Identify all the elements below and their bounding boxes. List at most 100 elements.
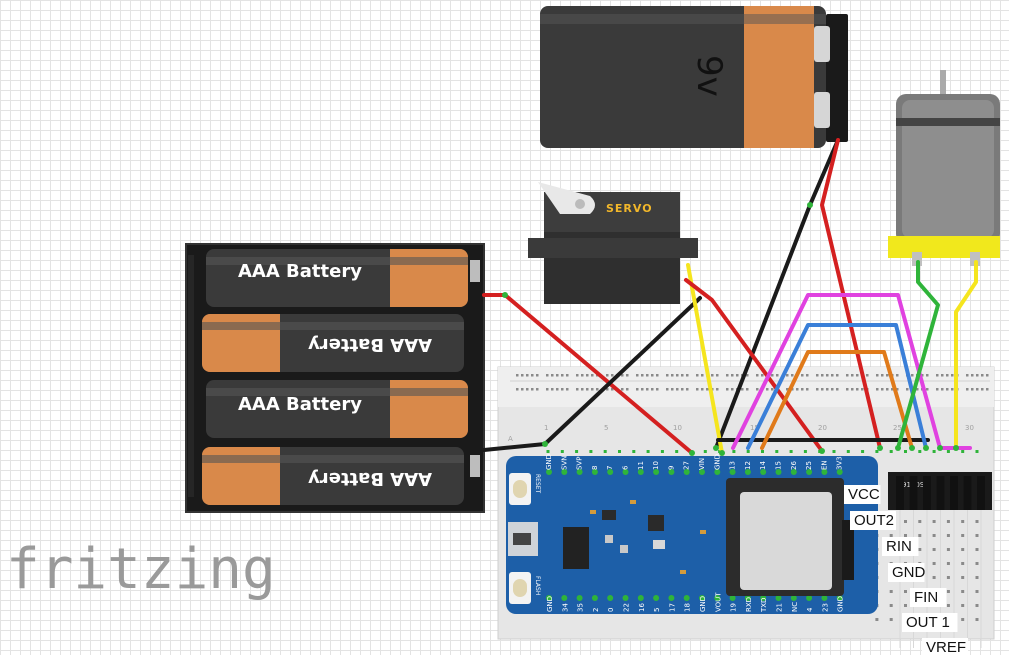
rail-hole bbox=[886, 388, 889, 391]
esp32-top-pin[interactable] bbox=[668, 469, 675, 475]
rail-hole bbox=[821, 388, 824, 391]
esp32-bottom-pin-label: 4 bbox=[806, 607, 814, 612]
bb-hole-a bbox=[875, 450, 879, 453]
bb-hole-a bbox=[803, 450, 807, 453]
esp32-bottom-pin[interactable] bbox=[806, 595, 813, 601]
esp32-bottom-pin[interactable] bbox=[576, 595, 583, 601]
esp32-top-pin-label: EN bbox=[820, 460, 828, 470]
rail-hole bbox=[681, 374, 684, 377]
esp32-bottom-pin-label: 23 bbox=[821, 603, 829, 612]
esp32-bottom-pin[interactable] bbox=[561, 595, 568, 601]
rail-hole bbox=[641, 374, 644, 377]
rail-hole bbox=[716, 388, 719, 391]
esp32-bottom-pin-label: GND bbox=[699, 596, 707, 612]
servo-motor[interactable]: SERVO bbox=[528, 182, 698, 304]
bb-hole bbox=[946, 576, 950, 579]
rail-hole bbox=[686, 374, 689, 377]
esp32-top-pin[interactable] bbox=[607, 469, 614, 475]
esp32-bottom-pin[interactable] bbox=[668, 595, 675, 601]
esp32-bottom-pin[interactable] bbox=[744, 595, 751, 601]
rail-hole bbox=[726, 374, 729, 377]
esp32-bottom-pin[interactable] bbox=[546, 595, 552, 601]
esp32-top-pin[interactable] bbox=[775, 469, 782, 475]
esp32-bottom-pin[interactable] bbox=[591, 595, 598, 601]
esp32-top-pin-label: 6 bbox=[622, 465, 630, 470]
rail-hole bbox=[881, 374, 884, 377]
bb-hole-a bbox=[861, 450, 865, 453]
esp32-top-pin[interactable] bbox=[699, 469, 705, 475]
driver-pin-label: OUT2 bbox=[854, 512, 894, 529]
esp32-bottom-pin[interactable] bbox=[729, 595, 736, 601]
esp32-top-pin[interactable] bbox=[729, 469, 736, 475]
rail-hole bbox=[936, 388, 939, 391]
bb-hole bbox=[904, 520, 907, 523]
esp32-bottom-pin[interactable] bbox=[790, 595, 797, 601]
rail-hole bbox=[826, 388, 829, 391]
esp32-top-pin[interactable] bbox=[760, 469, 767, 475]
esp32-top-pin[interactable] bbox=[546, 469, 552, 475]
bb-hole-a bbox=[618, 450, 621, 453]
esp32-bottom-pin[interactable] bbox=[760, 595, 767, 601]
esp32-bottom-pin[interactable] bbox=[622, 595, 629, 601]
esp32-bottom-pin[interactable] bbox=[836, 595, 843, 601]
esp32-top-pin[interactable] bbox=[561, 469, 568, 475]
esp32-top-pin[interactable] bbox=[790, 469, 797, 475]
esp32-bottom-pin[interactable] bbox=[637, 595, 644, 601]
esp32-top-pin-label: 7 bbox=[606, 466, 614, 470]
rail-hole bbox=[966, 374, 969, 377]
bb-hole bbox=[946, 548, 950, 551]
bb-hole-a bbox=[932, 450, 936, 453]
rail-hole bbox=[711, 374, 714, 377]
rail-hole bbox=[626, 374, 629, 377]
esp32-bottom-pin[interactable] bbox=[683, 595, 690, 601]
bb-hole bbox=[946, 604, 950, 607]
driver-label-bg bbox=[882, 537, 919, 556]
esp32-bottom-pin[interactable] bbox=[821, 595, 828, 601]
esp32-bottom-pin[interactable] bbox=[699, 595, 705, 601]
rail-hole bbox=[676, 374, 679, 377]
rail-hole bbox=[786, 388, 789, 391]
rail-hole bbox=[611, 388, 614, 391]
rail-hole bbox=[981, 388, 984, 391]
esp32-bottom-pin-label: 17 bbox=[668, 603, 676, 612]
wire-endpoints bbox=[502, 202, 959, 456]
esp32-top-pin[interactable] bbox=[744, 469, 751, 475]
breadboard-col-5: 5 bbox=[604, 424, 608, 432]
esp32-top-pin[interactable] bbox=[683, 469, 690, 475]
rail-hole bbox=[976, 374, 979, 377]
esp32-top-pin-label: 15 bbox=[775, 461, 783, 470]
esp32-top-pin[interactable] bbox=[821, 469, 828, 475]
nine-volt-battery[interactable]: 9v bbox=[540, 6, 848, 148]
esp32-top-pin[interactable] bbox=[836, 469, 843, 475]
esp32-top-pin[interactable] bbox=[622, 469, 629, 475]
esp32-top-pin[interactable] bbox=[806, 469, 813, 475]
esp32-top-pin[interactable] bbox=[591, 469, 598, 475]
rail-hole bbox=[731, 388, 734, 391]
esp32-top-pin[interactable] bbox=[576, 469, 583, 475]
bb-hole bbox=[975, 548, 979, 551]
esp32-bottom-pin[interactable] bbox=[653, 595, 660, 601]
rail-hole bbox=[556, 374, 559, 377]
bb-hole bbox=[918, 534, 922, 537]
esp32-top-pin[interactable] bbox=[714, 469, 721, 475]
rail-hole bbox=[636, 374, 639, 377]
rail-hole bbox=[946, 388, 949, 391]
esp32-bottom-pin[interactable] bbox=[714, 595, 721, 601]
esp32-bottom-pin[interactable] bbox=[607, 595, 614, 601]
aaa-battery-pack[interactable]: AAA Battery AAA Battery AAA Battery AAA … bbox=[185, 243, 485, 513]
esp32-bottom-pin-label: 19 bbox=[730, 603, 738, 612]
esp32-bottom-pin-label: 5 bbox=[653, 608, 661, 612]
esp32-top-pin[interactable] bbox=[637, 469, 644, 475]
driver-pin bbox=[896, 476, 904, 510]
dc-motor[interactable] bbox=[888, 70, 1000, 266]
esp32-top-pin[interactable] bbox=[653, 469, 660, 475]
esp32-top-pin-label: 9 bbox=[667, 466, 675, 470]
rail-hole bbox=[626, 388, 629, 391]
rail-hole bbox=[916, 388, 919, 391]
esp32-bottom-pin-label: TXD bbox=[760, 598, 768, 613]
esp32-bottom-pin[interactable] bbox=[775, 595, 782, 601]
rail-hole bbox=[776, 374, 779, 377]
